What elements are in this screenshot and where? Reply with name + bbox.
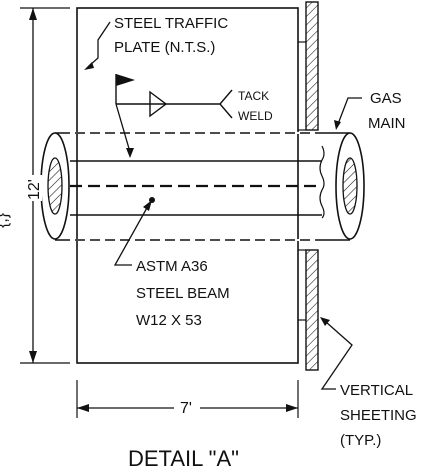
steel-beam-label-3: W12 X 53 (136, 312, 202, 329)
traffic-plate-label-1: STEEL TRAFFIC (114, 15, 228, 32)
height-dimension-label: 12' (26, 179, 43, 200)
steel-beam-label-1: ASTM A36 (136, 258, 208, 275)
traffic-plate-label-2: PLATE (N.T.S.) (114, 39, 215, 56)
weld-symbol (115, 74, 233, 158)
hidden-lines (60, 132, 322, 241)
width-dimension-label: 7' (180, 400, 192, 417)
detail-title: DETAIL "A" (128, 446, 239, 471)
gas-main-label-2: MAIN (368, 115, 406, 132)
steel-beam-label-2: STEEL BEAM (136, 285, 230, 302)
edge-mark: {,} (0, 212, 11, 228)
steel-beam (70, 160, 322, 216)
weld-label-1: TACK (238, 89, 269, 103)
traffic-plate-leader (84, 21, 111, 70)
steel-beam-leader (113, 200, 152, 266)
height-dimension (20, 7, 70, 364)
sheeting-label-1: VERTICAL (340, 382, 413, 399)
sheeting-label-2: SHEETING (340, 407, 417, 424)
sheeting-leader (320, 317, 353, 390)
width-dimension (76, 380, 299, 418)
gas-main-leader (334, 97, 362, 130)
weld-label-2: WELD (238, 109, 273, 123)
gas-main-label-1: GAS (370, 90, 402, 107)
vertical-sheeting (298, 1, 319, 371)
sheeting-label-3: (TYP.) (340, 432, 381, 449)
